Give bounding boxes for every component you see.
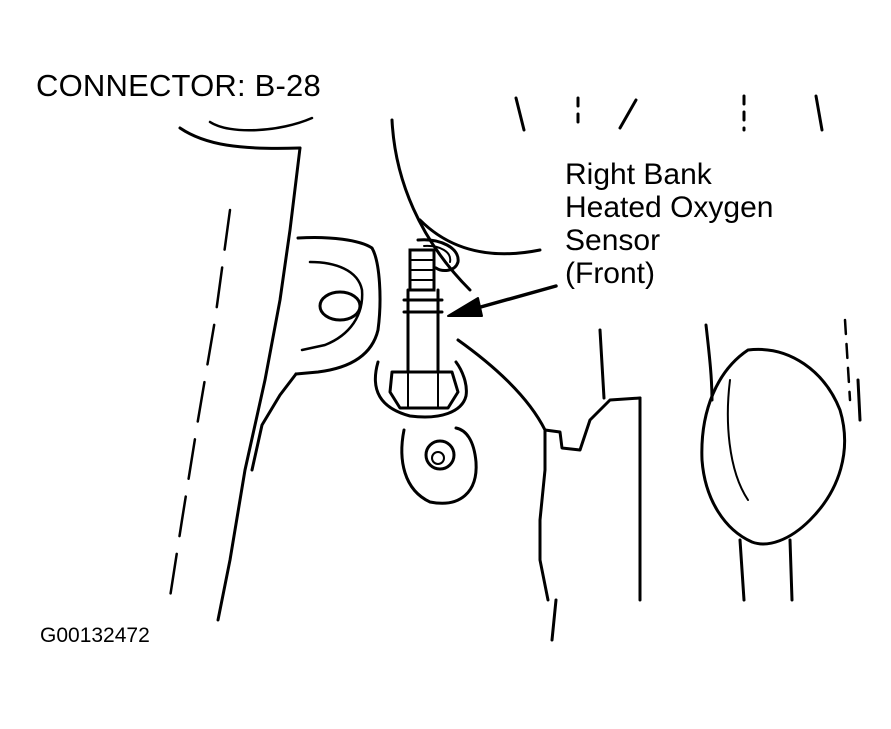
casting-top-curve xyxy=(178,126,302,150)
dash-5 xyxy=(814,94,824,132)
left-dashed-line xyxy=(166,208,232,612)
sensor-hex-face xyxy=(407,371,439,409)
manifold-right-edge xyxy=(704,323,714,402)
lower-bolt-inner xyxy=(431,451,445,465)
lower-bolt-outer xyxy=(424,439,456,471)
sensor-callout: Right Bank Heated Oxygen Sensor (Front) xyxy=(565,158,773,290)
bracket-outline xyxy=(294,236,382,376)
callout-line-2: Heated Oxygen xyxy=(565,191,774,224)
left-body-edge xyxy=(216,146,302,622)
right-lobe-inner xyxy=(726,379,749,501)
sensor-hex-nut xyxy=(388,370,460,410)
right-lobe xyxy=(700,347,847,546)
sensor-boss xyxy=(373,360,468,419)
casting-top-arc xyxy=(208,116,314,132)
bracket-inner xyxy=(300,260,364,352)
callout-line-4: (Front) xyxy=(565,257,655,290)
callout-line-1: Right Bank xyxy=(565,158,712,191)
manifold-flange xyxy=(550,328,642,642)
manifold-edge xyxy=(456,338,550,602)
connector-label: CONNECTOR: B-28 xyxy=(36,68,321,103)
bracket-lower-edge xyxy=(250,372,298,472)
sensor-wire-loop-inner xyxy=(423,244,452,263)
dash-3 xyxy=(618,98,638,130)
callout-line-3: Sensor xyxy=(565,224,661,257)
figure-id: G00132472 xyxy=(40,624,150,647)
right-lobe-stem xyxy=(738,538,794,602)
exhaust-pipe-right xyxy=(418,218,542,256)
callout-leader-line xyxy=(468,284,558,312)
sensor-shaft xyxy=(402,288,444,374)
right-solid-line xyxy=(856,378,862,422)
exhaust-pipe-left xyxy=(390,118,472,292)
bracket-bolt-hole xyxy=(318,290,362,322)
right-dashed-line xyxy=(843,318,852,402)
lower-boss xyxy=(400,426,478,505)
manifold-step xyxy=(543,396,642,452)
callout-arrowhead xyxy=(447,297,483,317)
dash-1 xyxy=(514,96,526,132)
sensor-wire-loop xyxy=(416,238,460,272)
